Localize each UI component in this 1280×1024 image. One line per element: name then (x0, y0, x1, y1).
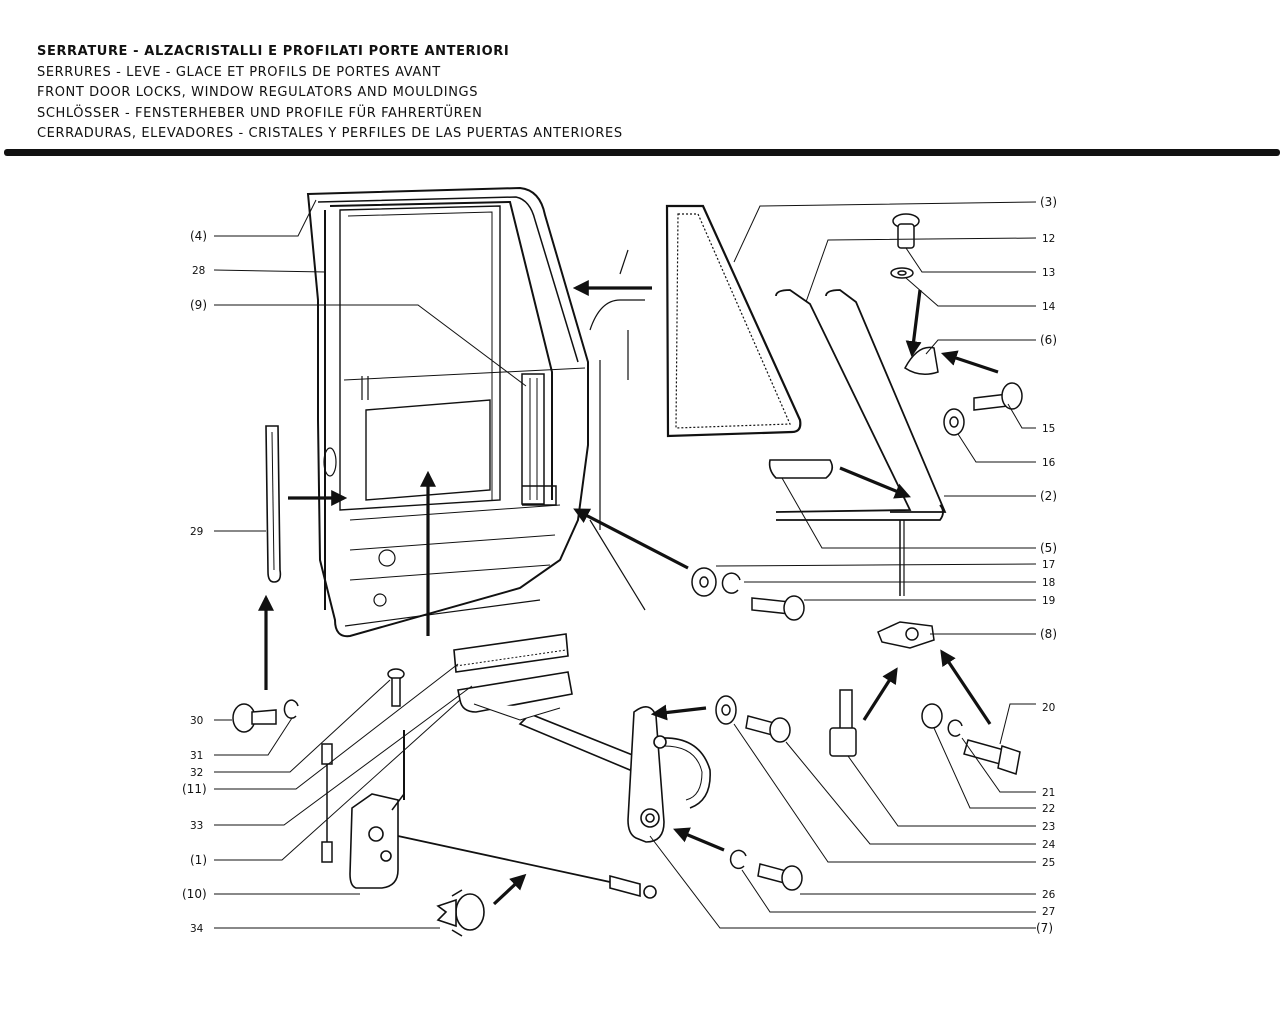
label-31: 31 (190, 750, 203, 762)
part-16-washer (943, 408, 965, 436)
label-21: 21 (1042, 787, 1055, 799)
label-25: 25 (1042, 857, 1055, 869)
label-24: 24 (1042, 839, 1056, 851)
part-33-rod (321, 743, 333, 863)
title-en: FRONT DOOR LOCKS, WINDOW REGULATORS AND … (37, 85, 479, 100)
part-11-moulding (453, 633, 569, 673)
part-19-screw (751, 595, 805, 621)
title-de: SCHLÖSSER - FENSTERHEBER UND PROFILE FÜR… (37, 105, 483, 121)
label-32: 32 (190, 767, 203, 779)
label-27: 27 (1042, 906, 1055, 918)
title-it: SERRATURE - ALZACRISTALLI E PROFILATI PO… (37, 44, 510, 59)
door-shell (306, 186, 646, 638)
label-30: 30 (190, 715, 203, 727)
part-29-strip (265, 425, 282, 583)
label-12: 12 (1042, 233, 1055, 245)
label-2: (2) (1040, 489, 1057, 503)
label-3: (3) (1040, 195, 1057, 209)
label-28: 28 (192, 265, 205, 277)
part-26-screw (757, 863, 803, 891)
label-5: (5) (1040, 541, 1057, 555)
label-33: 33 (190, 820, 203, 832)
catalog-header: SERRATURE - ALZACRISTALLI E PROFILATI PO… (37, 42, 623, 145)
part-18-lockwasher (721, 572, 741, 594)
part-25-washer (715, 695, 737, 725)
label-6: (6) (1040, 333, 1057, 347)
part-12-pin (892, 213, 920, 249)
part-22-washer (921, 703, 943, 729)
part-32-pin (387, 668, 405, 707)
part-1-moulding (457, 671, 573, 721)
part-10-door-lock (349, 730, 657, 899)
label-8: (8) (1040, 627, 1057, 641)
label-20: 20 (1042, 702, 1055, 714)
part-31-washer (283, 699, 299, 719)
label-7: (7) (1036, 921, 1053, 935)
title-es: CERRADURAS, ELEVADORES - CRISTALES Y PER… (37, 126, 623, 141)
label-11: (11) (182, 782, 207, 796)
part-5-bracket (768, 459, 834, 479)
label-22: 22 (1042, 803, 1055, 815)
label-1: (1) (190, 853, 207, 867)
part-15-screw (973, 382, 1023, 411)
part-21-lockwasher (947, 719, 963, 737)
part-3-vent-glass (665, 204, 802, 438)
part-6-clip (904, 346, 939, 375)
part-2-channel (775, 289, 947, 596)
label-29: 29 (190, 526, 203, 538)
part-24-screw (745, 715, 791, 743)
label-19: 19 (1042, 595, 1055, 607)
label-34: 34 (190, 923, 204, 935)
part-30-bolt (232, 703, 277, 733)
part-8-hinge-plate (877, 621, 935, 649)
part-34-knob (436, 889, 485, 937)
part-23-stud (829, 689, 857, 757)
label-16: 16 (1042, 457, 1056, 469)
part-27-lockwasher (729, 849, 747, 870)
part-14-washer (890, 267, 914, 279)
label-23: 23 (1042, 821, 1055, 833)
callout-labels: (4) 28 (9) 29 30 31 32 (11) 33 (1) (10) … (182, 195, 1057, 935)
leader-lines (213, 199, 1037, 929)
part-7-window-regulator (518, 706, 711, 843)
label-18: 18 (1042, 577, 1055, 589)
part-20-bolt (963, 739, 1021, 775)
label-9: (9) (190, 298, 207, 312)
part-17-washer (691, 567, 717, 597)
label-10: (10) (182, 887, 207, 901)
label-17: 17 (1042, 559, 1055, 571)
label-26: 26 (1042, 889, 1056, 901)
label-4: (4) (190, 229, 207, 243)
label-14: 14 (1042, 301, 1056, 313)
label-13: 13 (1042, 267, 1055, 279)
sketch-lines (619, 249, 629, 275)
label-15: 15 (1042, 423, 1055, 435)
assembly-arrows (258, 280, 999, 906)
title-fr: SERRURES - LEVE - GLACE ET PROFILS DE PO… (37, 64, 441, 80)
header-rule (4, 149, 1280, 156)
